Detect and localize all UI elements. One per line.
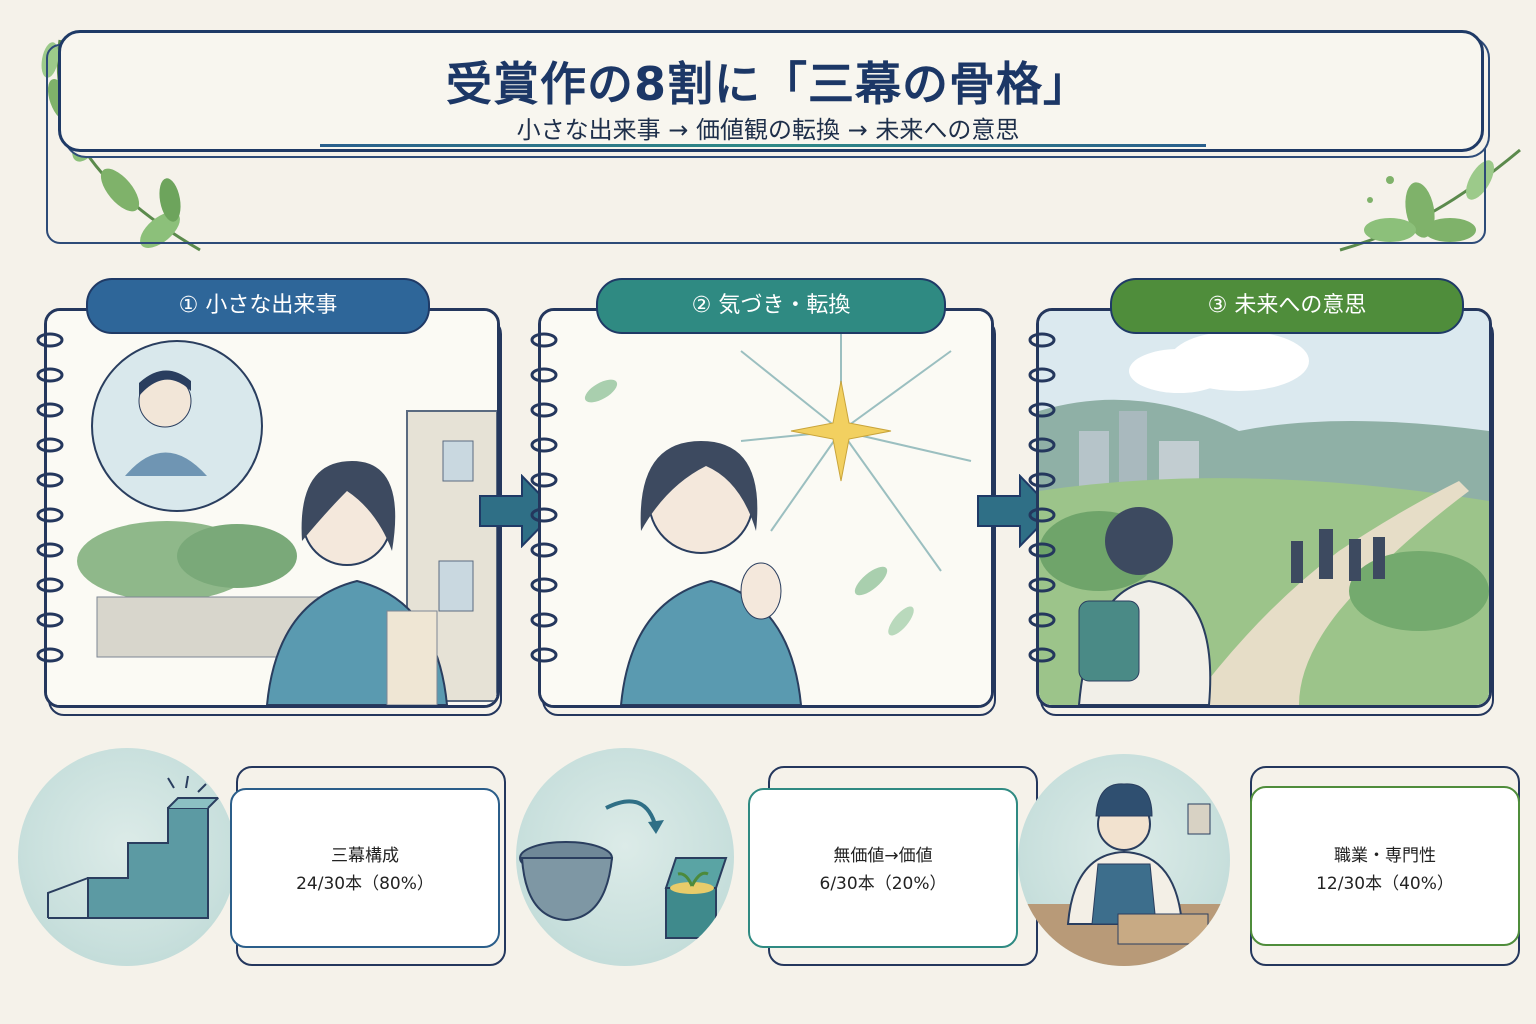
stat-card-value-shift: 無価値→価値 6/30本（20%） xyxy=(748,788,1018,948)
stat-label: 三幕構成 xyxy=(331,846,399,866)
stat-value: 12/30本（40%） xyxy=(1316,874,1454,894)
stat-card-profession: 職業・専門性 12/30本（40%） xyxy=(1250,786,1520,946)
treasure-illustration xyxy=(516,748,734,966)
scene-woman-realizing xyxy=(541,311,991,705)
stat-value: 24/30本（80%） xyxy=(296,874,434,894)
sparkle-icon xyxy=(790,380,892,482)
scene-path-to-future xyxy=(1039,311,1489,705)
page-subtitle: 小さな出来事 → 価値観の転換 → 未来への意思 xyxy=(516,116,1020,144)
panel-future-will xyxy=(1036,308,1492,708)
craftsman-icon xyxy=(1018,783,1230,966)
binder-rings xyxy=(1028,332,1056,663)
craftsman-illustration xyxy=(1018,754,1230,966)
scene-woman-remembering xyxy=(47,311,497,705)
stat-label: 職業・専門性 xyxy=(1334,846,1436,866)
treasure-chest-icon xyxy=(519,788,734,939)
step-2-label: ② 気づき・転換 xyxy=(596,278,946,334)
step-3-label: ③ 未来への意思 xyxy=(1110,278,1464,334)
title-banner xyxy=(58,30,1484,152)
step-1-label: ① 小さな出来事 xyxy=(86,278,430,334)
stairs-illustration xyxy=(18,748,236,966)
subtitle-underline xyxy=(320,144,1206,147)
binder-rings xyxy=(530,332,558,663)
stat-value: 6/30本（20%） xyxy=(819,874,947,894)
panel-small-event xyxy=(44,308,500,708)
stat-card-structure: 三幕構成 24/30本（80%） xyxy=(230,788,500,948)
stairs-icon xyxy=(47,775,221,919)
stat-label: 無価値→価値 xyxy=(833,846,933,866)
leaf-decoration-icon xyxy=(1339,148,1521,252)
panel-realization xyxy=(538,308,994,708)
page-title: 受賞作の8割に「三幕の骨格」 xyxy=(445,57,1090,111)
binder-rings xyxy=(36,332,64,663)
